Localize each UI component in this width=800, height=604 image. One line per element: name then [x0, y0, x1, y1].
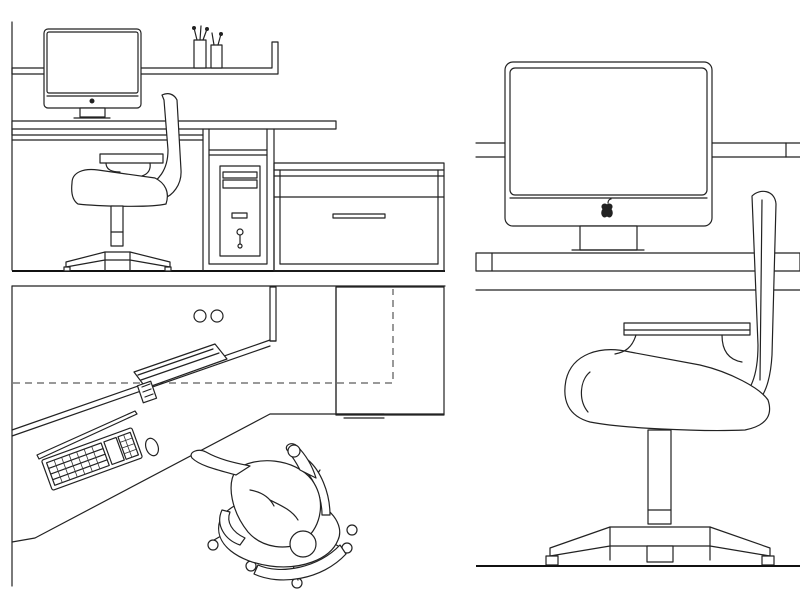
- office-chair-side: [545, 190, 777, 566]
- cable-grommet-icon: [193, 309, 224, 323]
- wall-shelf: [11, 41, 279, 75]
- apple-logo-icon: [601, 203, 613, 218]
- desk-top-side: [475, 252, 800, 291]
- pencil-cup-icon: [192, 25, 223, 69]
- plan-view: [11, 285, 446, 589]
- monitor-plan-icon: [133, 343, 228, 404]
- drawer-unit: [273, 162, 445, 272]
- return-desk-top: [269, 286, 445, 419]
- drawer-handle-icon: [332, 213, 386, 219]
- front-elevation-view: [11, 21, 445, 272]
- side-elevation-view: [475, 61, 800, 567]
- keyboard-icon: [41, 427, 143, 491]
- apple-logo-icon: [89, 98, 95, 104]
- chair-with-person-plan: [190, 443, 358, 589]
- monitor-side-icon: [504, 61, 713, 251]
- office-chair-front: [63, 93, 182, 272]
- mouse-icon: [144, 437, 160, 457]
- computer-cabinet: [202, 128, 275, 271]
- monitor-front-icon: [43, 28, 142, 119]
